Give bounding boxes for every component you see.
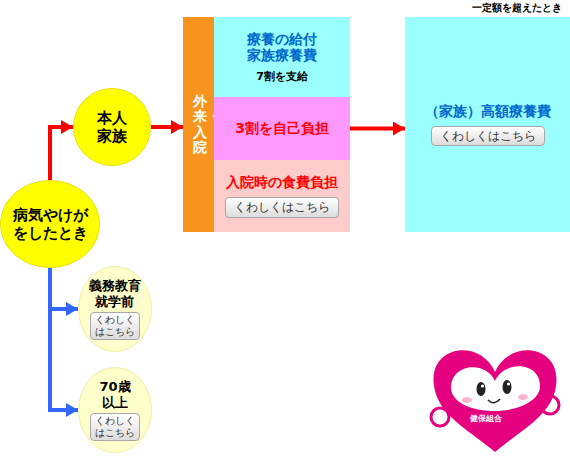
arrow-connector <box>50 268 78 309</box>
age-circle: 義務教育 就学前くわしく はこちら <box>78 266 152 352</box>
detail-button: くわしくはこちら <box>225 191 339 217</box>
start-circle: 病気やけがをしたとき <box>0 180 100 268</box>
node-title: 3割を自己負担 <box>235 120 329 137</box>
meal-cost-box: 入院時の食費負担くわしくはこちら <box>214 160 350 232</box>
node-title: 外来・入院 <box>193 94 207 156</box>
circle-fill <box>79 267 152 352</box>
node-title: 義務教育 就学前 <box>88 278 141 309</box>
circle-fill <box>79 368 152 453</box>
detail-button: くわしく はこちら <box>90 309 140 340</box>
node-text: 7割を支給 <box>256 70 308 83</box>
button-label: くわしく はこちら <box>90 312 140 340</box>
detail-button: くわしくはこちら <box>431 120 545 146</box>
detail-button: くわしく はこちら <box>90 410 140 441</box>
mascot-label: 健保組合 <box>470 413 502 424</box>
circle-fill <box>74 89 151 166</box>
button-label: くわしく はこちら <box>90 413 140 441</box>
node-title: 入院時の食費負担 <box>226 174 338 191</box>
arrow-connector <box>350 127 405 131</box>
button-label: くわしくはこちら <box>225 197 339 217</box>
node-title: 70歳 以上 <box>96 379 135 410</box>
heart-mascot <box>431 350 559 452</box>
node-title: 病気やけがをしたとき <box>12 206 89 242</box>
person-circle: 本人 家族 <box>73 88 151 166</box>
node-text: （家族）高額療養費 <box>425 103 551 120</box>
button-label: くわしくはこちら <box>431 126 545 146</box>
age-circle: 70歳 以上くわしく はこちら <box>78 367 152 453</box>
arrow-connector <box>151 125 183 129</box>
node-title: 一定額を超えたとき <box>472 2 562 14</box>
copay-box: 3割を自己負担 <box>214 97 350 160</box>
arrow-connector <box>50 268 78 410</box>
node-title: 本人 家族 <box>96 109 129 145</box>
circle-fill <box>1 181 100 268</box>
benefit-box: 療養の給付 家族療養費 7割を支給 <box>214 17 350 97</box>
arrow-connector <box>50 127 73 180</box>
node-title: 療養の給付 家族療養費 <box>240 31 324 65</box>
high-cost-box: 一定額を超えたとき（家族）高額療養費くわしくはこちら <box>405 17 570 232</box>
category-bar: 外来・入院 <box>183 17 216 232</box>
